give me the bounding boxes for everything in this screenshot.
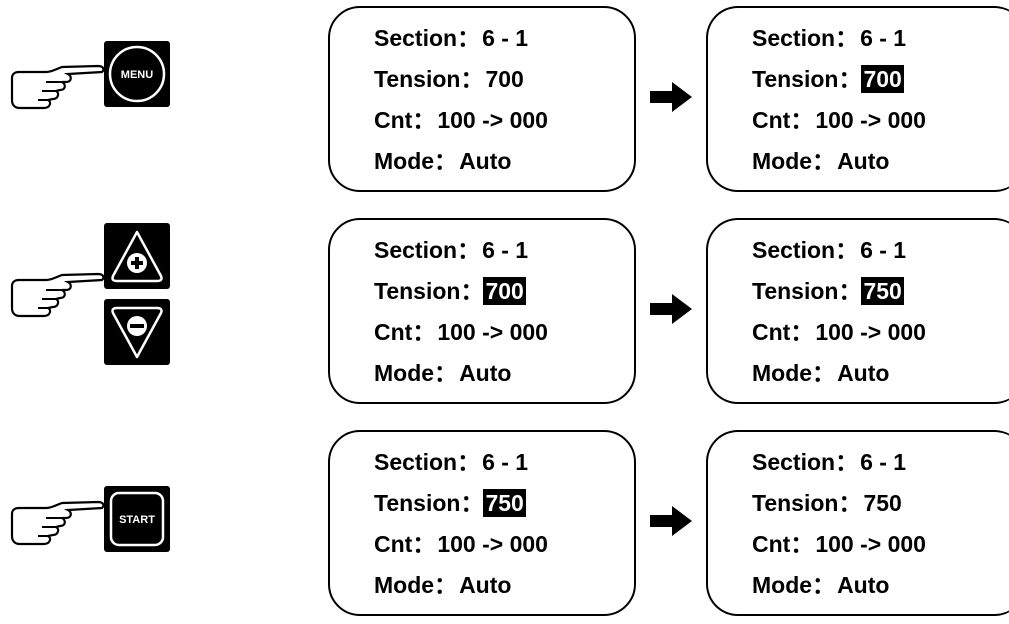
lcd-screen-after: Section：6 - 1 Tension：750 Cnt：100 -> 000… [706,218,1009,404]
mode-value: Auto [837,148,890,174]
tension-value: 750 [863,490,902,516]
section-label: Section： [752,449,859,475]
section-value: 6 - 1 [860,237,907,263]
step-row-start: START Section：6 - 1 Tension：750 Cnt：100 … [0,424,1009,624]
cnt-value: 100 -> 000 [437,319,548,345]
cnt-value: 100 -> 000 [815,531,926,557]
tension-value: 700 [483,277,526,305]
tension-label: Tension： [374,490,484,516]
plus-key[interactable] [104,223,170,289]
section-value: 6 - 1 [860,25,907,51]
section-label: Section： [374,237,481,263]
cnt-value: 100 -> 000 [437,107,548,133]
menu-key[interactable]: MENU [104,41,170,107]
cnt-value: 100 -> 000 [815,107,926,133]
minus-icon [111,306,163,359]
right-arrow-icon [650,506,692,536]
mode-label: Mode： [752,572,836,598]
tension-label: Tension： [374,66,484,92]
plus-icon [111,230,163,283]
mode-label: Mode： [752,360,836,386]
tension-value: 750 [483,489,526,517]
cnt-label: Cnt： [752,531,814,557]
mode-value: Auto [837,360,890,386]
mode-value: Auto [459,572,512,598]
lcd-screen-before: Section：6 - 1 Tension：700 Cnt：100 -> 000… [328,6,636,192]
right-arrow-icon [650,294,692,324]
cnt-label: Cnt： [374,531,436,557]
step-row-plus-minus: Section：6 - 1 Tension：700 Cnt：100 -> 000… [0,212,1009,412]
pointing-hand-icon [10,500,105,546]
section-value: 6 - 1 [482,449,529,475]
lcd-screen-after: Section：6 - 1 Tension：700 Cnt：100 -> 000… [706,6,1009,192]
cnt-value: 100 -> 000 [815,319,926,345]
cnt-label: Cnt： [374,107,436,133]
tension-value: 750 [861,277,904,305]
lcd-screen-after: Section：6 - 1 Tension：750 Cnt：100 -> 000… [706,430,1009,616]
step-row-menu: MENU Section：6 - 1 Tension：700 Cnt：100 -… [0,0,1009,200]
section-label: Section： [374,25,481,51]
minus-key[interactable] [104,299,170,365]
cnt-label: Cnt： [752,107,814,133]
mode-value: Auto [459,148,512,174]
lcd-screen-before: Section：6 - 1 Tension：700 Cnt：100 -> 000… [328,218,636,404]
menu-key-label: MENU [121,69,153,81]
mode-label: Mode： [374,572,458,598]
section-value: 6 - 1 [482,25,529,51]
section-label: Section： [752,25,859,51]
right-arrow-icon [650,82,692,112]
start-key[interactable]: START [104,486,170,552]
section-value: 6 - 1 [860,449,907,475]
tension-label: Tension： [752,278,862,304]
cnt-label: Cnt： [752,319,814,345]
cnt-label: Cnt： [374,319,436,345]
cnt-value: 100 -> 000 [437,531,548,557]
tension-label: Tension： [374,278,484,304]
pointing-hand-icon [10,272,105,318]
lcd-screen-before: Section：6 - 1 Tension：750 Cnt：100 -> 000… [328,430,636,616]
tension-value: 700 [485,66,524,92]
pointing-hand-icon [10,64,105,110]
mode-label: Mode： [752,148,836,174]
section-label: Section： [752,237,859,263]
tension-label: Tension： [752,66,862,92]
mode-value: Auto [837,572,890,598]
mode-label: Mode： [374,148,458,174]
section-value: 6 - 1 [482,237,529,263]
mode-value: Auto [459,360,512,386]
section-label: Section： [374,449,481,475]
tension-value: 700 [861,65,904,93]
start-key-label: START [119,514,155,526]
mode-label: Mode： [374,360,458,386]
tension-label: Tension： [752,490,862,516]
